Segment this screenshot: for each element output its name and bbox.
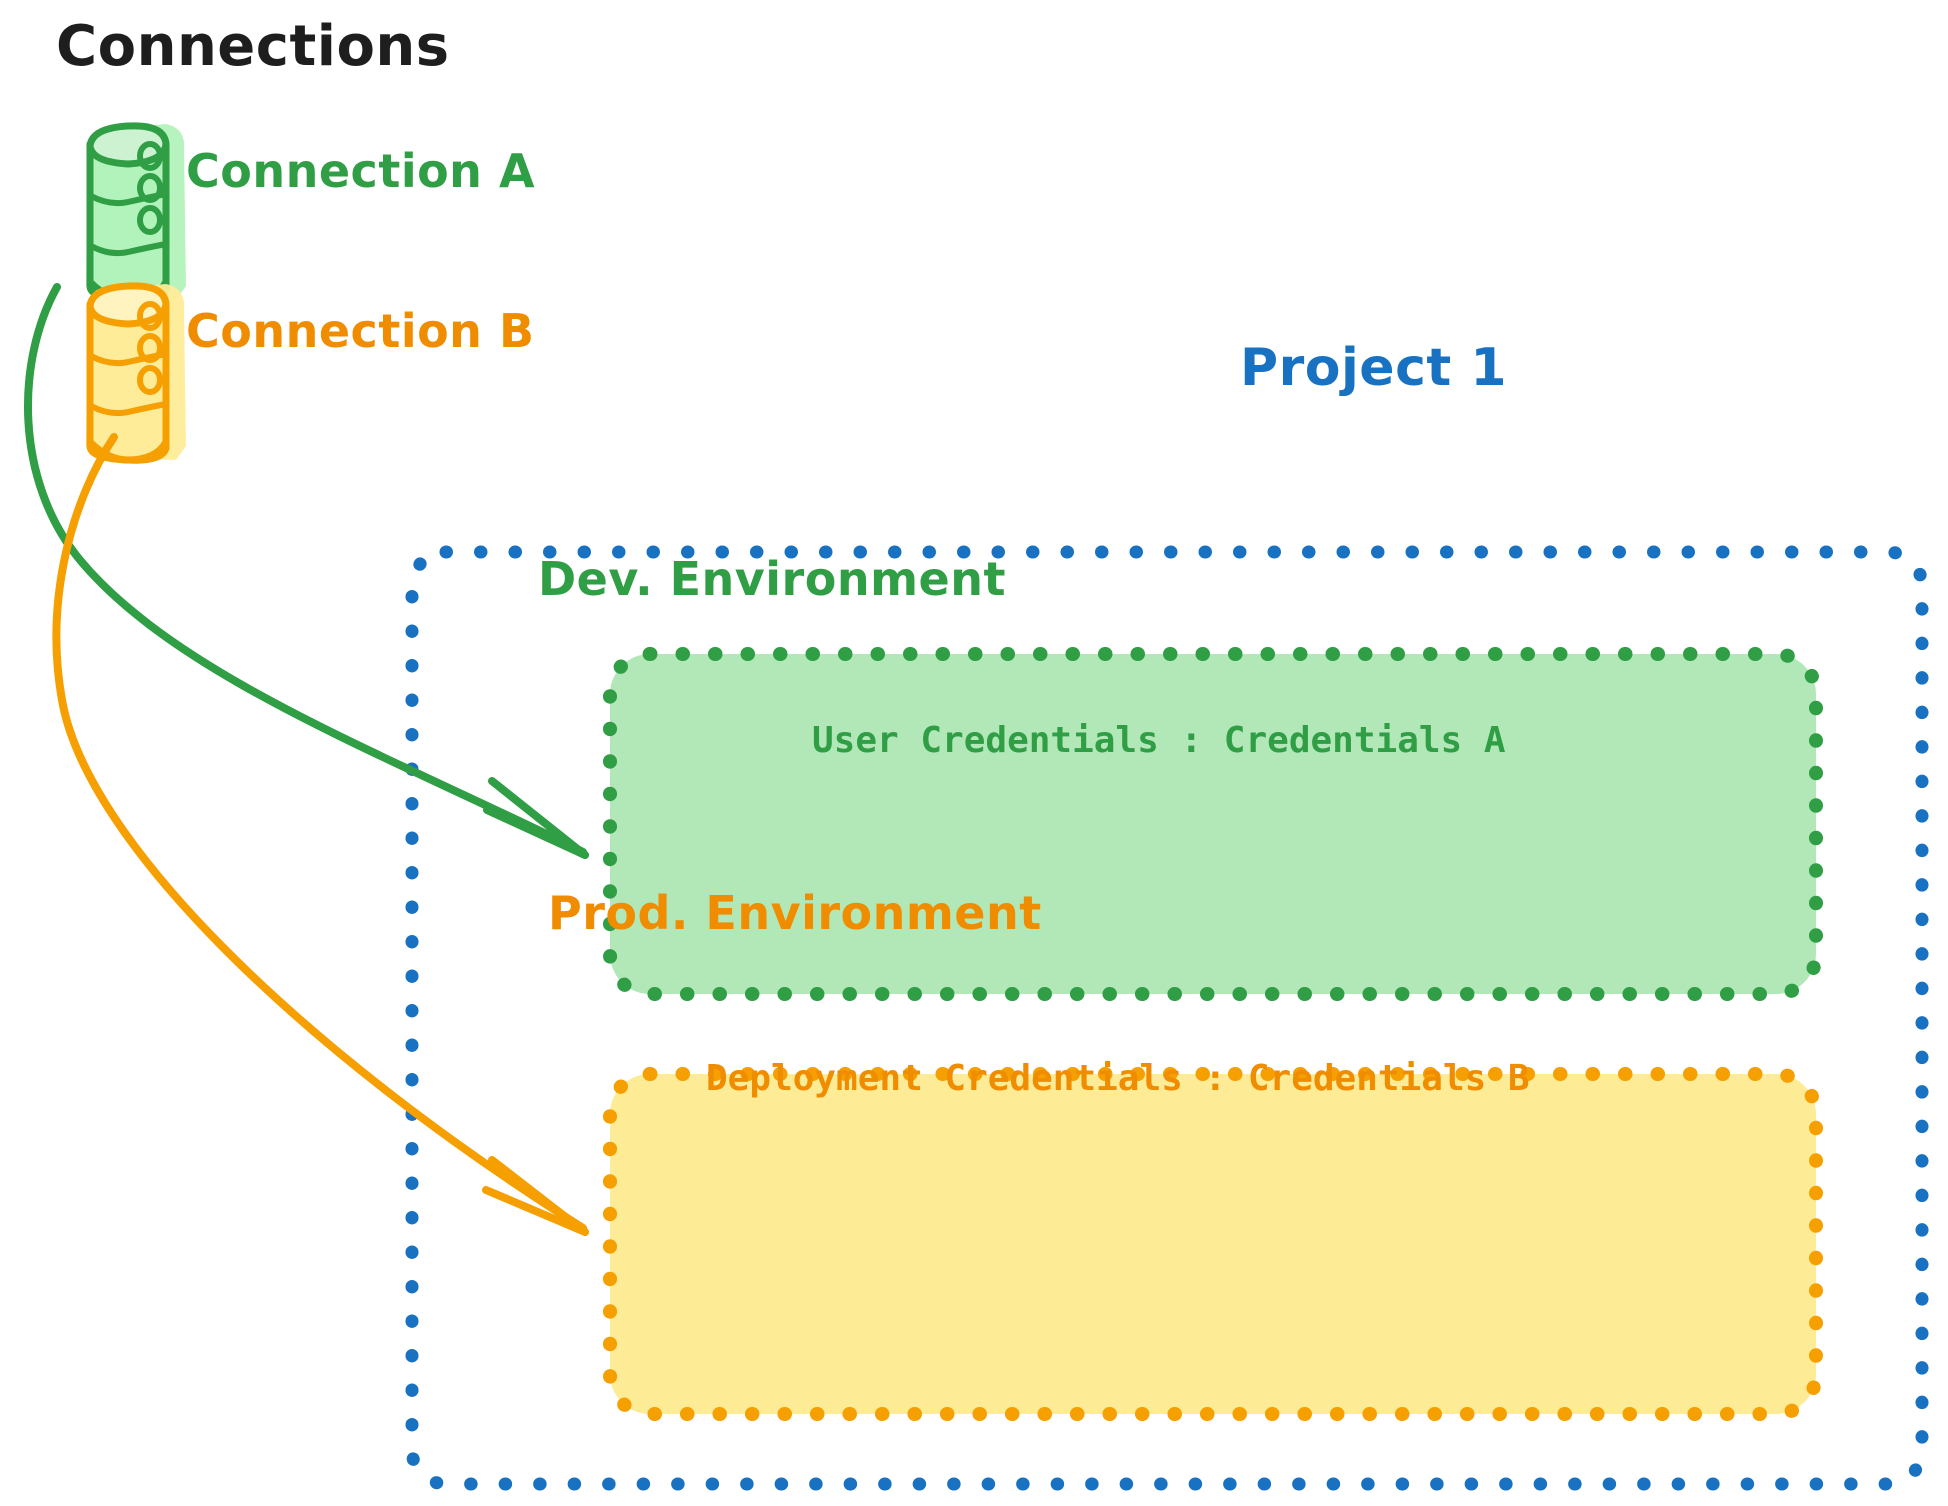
page-title: Connections: [56, 14, 450, 79]
dev-environment-label: Dev. Environment: [538, 552, 1006, 606]
dev-environment-dotted-border: [603, 647, 1823, 1001]
dev-environment-fill: [610, 654, 1816, 994]
prod-environment-fill: [610, 1074, 1816, 1414]
arrow-connection-a-to-dev: [23, 283, 589, 859]
dev-environment-credentials: User Credentials : Credentials A: [812, 720, 1506, 761]
project-title: Project 1: [1240, 338, 1508, 398]
project-dotted-border: [405, 545, 1929, 1491]
dev-environment-box[interactable]: [603, 647, 1823, 1001]
connection-a-label: Connection A: [186, 144, 536, 198]
arrow-connection-b-to-prod: [52, 433, 589, 1236]
project-container: [405, 545, 1929, 1491]
prod-environment-dotted-border: [603, 1067, 1823, 1421]
prod-environment-credentials: Deployment Credentials : Credentials B: [706, 1058, 1530, 1099]
connection-b-label: Connection B: [186, 304, 535, 358]
connection-b-database-icon[interactable]: [86, 282, 186, 464]
prod-environment-box[interactable]: [603, 1067, 1823, 1421]
connection-a-database-icon[interactable]: [86, 122, 186, 304]
prod-environment-label: Prod. Environment: [548, 886, 1042, 940]
